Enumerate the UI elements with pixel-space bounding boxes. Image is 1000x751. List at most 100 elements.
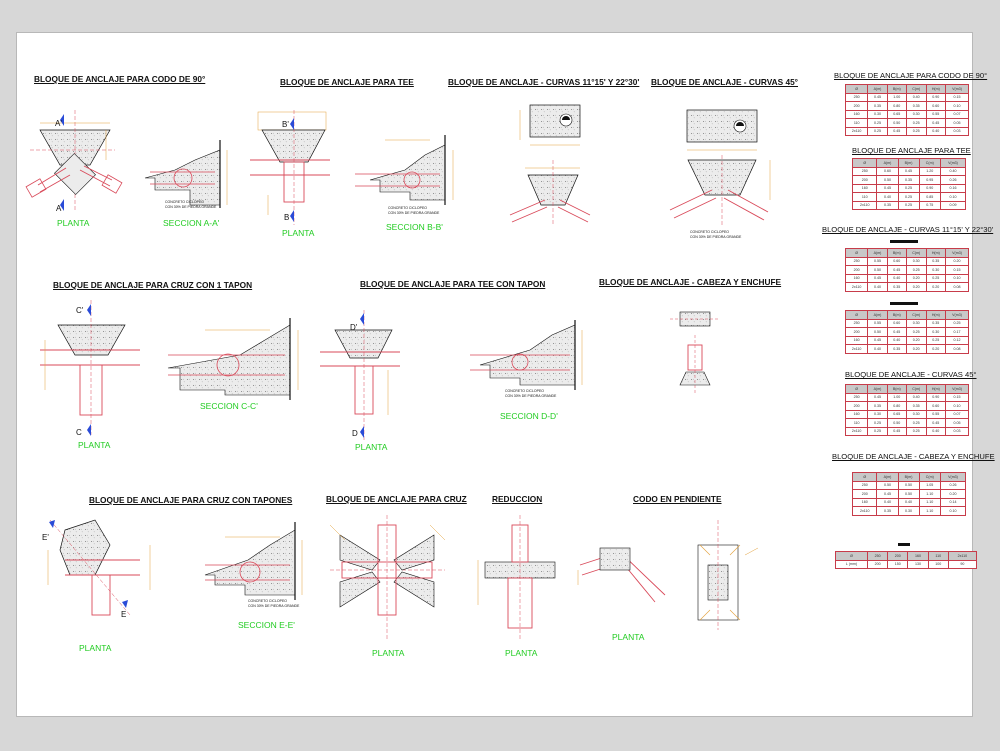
table-header-cell: C(m)	[918, 472, 942, 482]
table-cell: 0.30	[925, 327, 947, 337]
label-planta-1: PLANTA	[57, 218, 90, 228]
table-cell: 0.50	[867, 265, 888, 275]
table-header-cell: Ø	[851, 472, 878, 482]
label-planta-6: PLANTA	[372, 648, 405, 658]
table-cell: 0.45	[886, 426, 907, 436]
table-cell: 0.30	[867, 409, 888, 419]
table-cell: 0.30	[905, 109, 927, 119]
note-dd-2: CON 30% DE PIEDRA GRANDE	[505, 394, 557, 398]
table-cell: 0.55	[867, 256, 888, 266]
table-header-cell: V(m3)	[940, 472, 966, 482]
table-cell: 0.75	[918, 200, 942, 210]
cut-a2: A	[56, 204, 62, 213]
table-cell: 0.05	[945, 118, 969, 128]
label-seccion-cc: SECCION C-C'	[200, 401, 258, 411]
table-header-cell: Ø	[851, 158, 878, 168]
table-cell: 0.80	[886, 401, 907, 411]
title-cabeza: BLOQUE DE ANCLAJE - CABEZA Y ENCHUFE	[599, 277, 782, 287]
table-cell: 2x110	[844, 426, 869, 436]
table-cell: 0.60	[886, 256, 907, 266]
table-cell: 0.03	[945, 126, 969, 136]
cut-c: C'	[76, 306, 84, 315]
table-cell: 0.35	[876, 506, 899, 516]
table-cell: 0.50	[886, 418, 907, 428]
table-cell: 160	[844, 335, 869, 345]
table-header-cell: C(m)	[905, 310, 927, 320]
table-cell: 0.35	[867, 101, 888, 111]
table-header-cell: C(m)	[905, 248, 927, 258]
table-cell: 160	[844, 109, 869, 119]
table-title-4: BLOQUE DE ANCLAJE - CURVAS 45°	[845, 370, 977, 379]
table-cell: 0.45	[897, 166, 920, 176]
table-cell: 0.20	[905, 344, 927, 354]
table-cell: 0.25	[925, 335, 947, 345]
table-cell: 0.40	[905, 92, 927, 102]
table-cell: 200	[844, 265, 869, 275]
table-cell: 0.20	[905, 282, 927, 292]
table-cell: 0.45	[925, 118, 947, 128]
table-cell: 0.45	[867, 273, 888, 283]
curvas45-drawing: CONCRETO CICLOPEO CON 30% DE PIEDRA GRAN…	[669, 109, 771, 239]
label-planta-5: PLANTA	[79, 643, 112, 653]
table-header-cell: H(m)	[925, 248, 947, 258]
cruz1tapon-planta: C' C	[40, 300, 140, 437]
table-cell: 0.25	[905, 118, 927, 128]
table-cell: 0.30	[925, 265, 947, 275]
label-planta-2: PLANTA	[282, 228, 315, 238]
table-cell: 200	[844, 327, 869, 337]
table-cell: 1.10	[918, 506, 942, 516]
table-cell: 160	[844, 409, 869, 419]
section-bar-1	[890, 240, 918, 243]
table-cell: 250	[851, 480, 878, 490]
table-cell: 0.45	[886, 126, 907, 136]
table-cell: 0.25	[867, 418, 888, 428]
table-cell: 0.17	[945, 327, 969, 337]
label-seccion-bb: SECCION B-B'	[386, 222, 443, 232]
table-cell: 0.35	[876, 200, 899, 210]
section-bar-3	[898, 543, 910, 546]
table-cell: 0.25	[925, 273, 947, 283]
table-cell: 110	[851, 192, 878, 202]
table-cell: 0.20	[945, 256, 969, 266]
table-header-cell: B(m)	[897, 158, 920, 168]
table-header-cell: A(m)	[867, 248, 888, 258]
table-cell: 0.10	[940, 192, 966, 202]
table-header-cell: A(m)	[867, 84, 888, 94]
table-cell: 0.07	[945, 109, 969, 119]
table-header-cell: B(m)	[886, 384, 907, 394]
table-cell: 0.12	[945, 335, 969, 345]
table-header-cell: 200	[887, 551, 909, 561]
title-tee: BLOQUE DE ANCLAJE PARA TEE	[280, 77, 414, 87]
table-cell: 0.85	[918, 192, 942, 202]
section-bar-2	[890, 302, 918, 305]
table-cell: 0.40	[925, 126, 947, 136]
table-cell: 0.30	[905, 318, 927, 328]
table-header-cell: Ø	[844, 248, 869, 258]
table-cell: 2x110	[844, 344, 869, 354]
table-cell: 0.90	[925, 392, 947, 402]
note-aa-2: CON 30% DE PIEDRA GRANDE	[165, 205, 217, 209]
table-cell: 0.45	[876, 489, 899, 499]
table-cell: 0.15	[945, 392, 969, 402]
table-header-cell: A(m)	[867, 384, 888, 394]
table-header-cell: H(m)	[925, 310, 947, 320]
table-cell: 160	[844, 273, 869, 283]
table-cell: 160	[851, 497, 878, 507]
table-header-cell: C(m)	[905, 384, 927, 394]
table-cell: 0.30	[905, 409, 927, 419]
label-planta-3: PLANTA	[78, 440, 111, 450]
table-cell: 0.40	[905, 392, 927, 402]
table-cell: 0.35	[905, 101, 927, 111]
seccion-bb: CONCRETO CICLOPEO CON 30% DE PIEDRA GRAN…	[355, 135, 454, 215]
title-codopendiente: CODO EN PENDIENTE	[633, 494, 722, 504]
table-header-cell: B(m)	[886, 84, 907, 94]
table-header-cell: B(m)	[886, 310, 907, 320]
note-ee-1: CONCRETO CICLOPEO	[248, 599, 287, 603]
table-cell: 0.10	[945, 273, 969, 283]
table-cell: 0.35	[867, 401, 888, 411]
table-cell: 0.45	[867, 392, 888, 402]
table-cell: 0.25	[905, 426, 927, 436]
